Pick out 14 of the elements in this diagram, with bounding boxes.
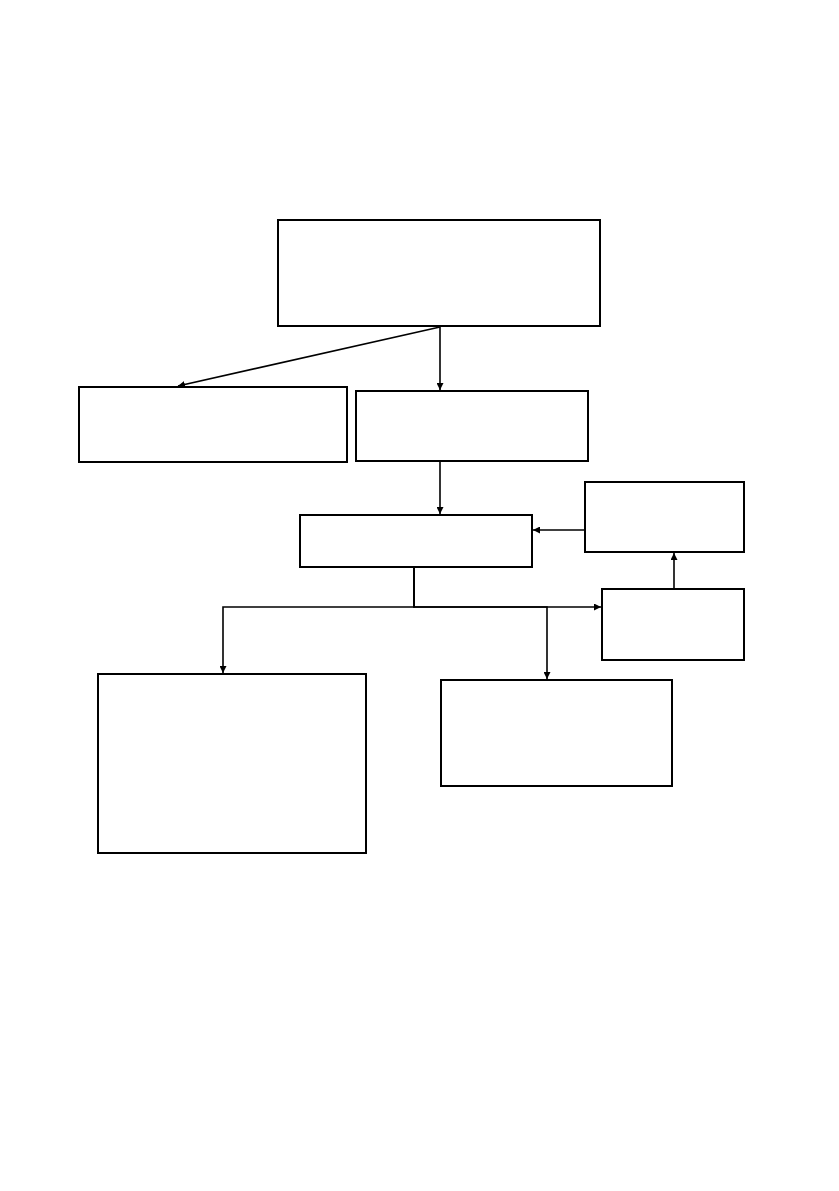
process-box — [355, 390, 589, 462]
process-box — [299, 514, 533, 568]
process-box — [601, 588, 745, 661]
arrow — [532, 526, 585, 534]
arrow — [436, 326, 444, 391]
arrow — [670, 552, 678, 589]
arrow — [436, 461, 444, 515]
process-box — [584, 481, 745, 553]
arrow — [177, 326, 441, 388]
process-box — [97, 673, 367, 854]
process-box — [440, 679, 673, 787]
arrow — [413, 567, 602, 611]
process-box — [277, 219, 601, 327]
process-box — [78, 386, 348, 463]
